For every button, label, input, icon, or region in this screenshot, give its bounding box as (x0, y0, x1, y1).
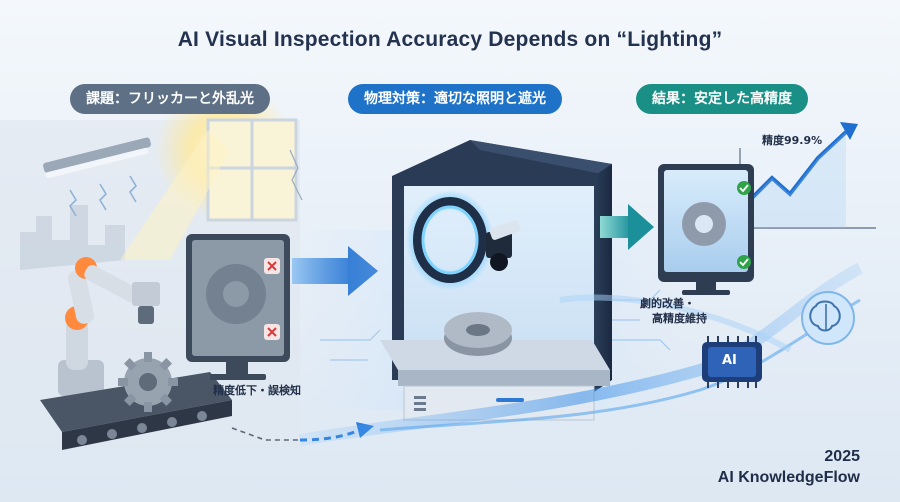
accuracy-label: 精度99.9% (762, 134, 823, 147)
ceiling-lamp-icon (43, 137, 151, 179)
brain-icon (801, 291, 855, 345)
ai-chip-icon (702, 336, 762, 388)
footer-year: 2025 (824, 448, 860, 465)
footer-brand: AI KnowledgeFlow (717, 469, 860, 486)
shading-enclosure-icon (380, 140, 612, 421)
check-icon (737, 255, 751, 269)
footer: 2025 AI KnowledgeFlow (718, 446, 860, 488)
page-title: AI Visual Inspection Accuracy Depends on… (177, 28, 723, 51)
result-note-line2: 高精度維持 (652, 312, 707, 325)
result-note: 劇的改善・ 高精度維持 (640, 296, 707, 326)
countermeasure-heading: 物理対策：適切な照明と遮光 (348, 84, 562, 114)
error-x-icon (264, 324, 280, 340)
monitor-defect-icon (186, 234, 290, 380)
result-scene (658, 122, 876, 388)
flicker-icon (68, 175, 138, 217)
ai-chip-label: AI (722, 353, 737, 368)
robot-arm-icon (58, 257, 160, 396)
check-icon (737, 181, 751, 195)
ring-light-icon (406, 190, 494, 290)
problem-scene (0, 80, 303, 450)
countermeasure-scene (300, 140, 680, 421)
camera-icon (486, 220, 521, 271)
problem-note: 精度低下・誤検知 (213, 384, 301, 397)
problem-heading: 課題：フリッカーと外乱光 (70, 84, 270, 114)
error-x-icon (264, 258, 280, 274)
flow-arrow-2 (600, 204, 654, 250)
monitor-ok-icon (658, 164, 754, 295)
result-heading: 結果：安定した高精度 (636, 84, 808, 114)
gear-part-icon (682, 202, 726, 246)
window-sunlight-icon (120, 80, 298, 260)
gear-part-icon (118, 352, 178, 412)
gear-part-icon (444, 312, 512, 356)
result-note-line1: 劇的改善・ (640, 297, 695, 310)
